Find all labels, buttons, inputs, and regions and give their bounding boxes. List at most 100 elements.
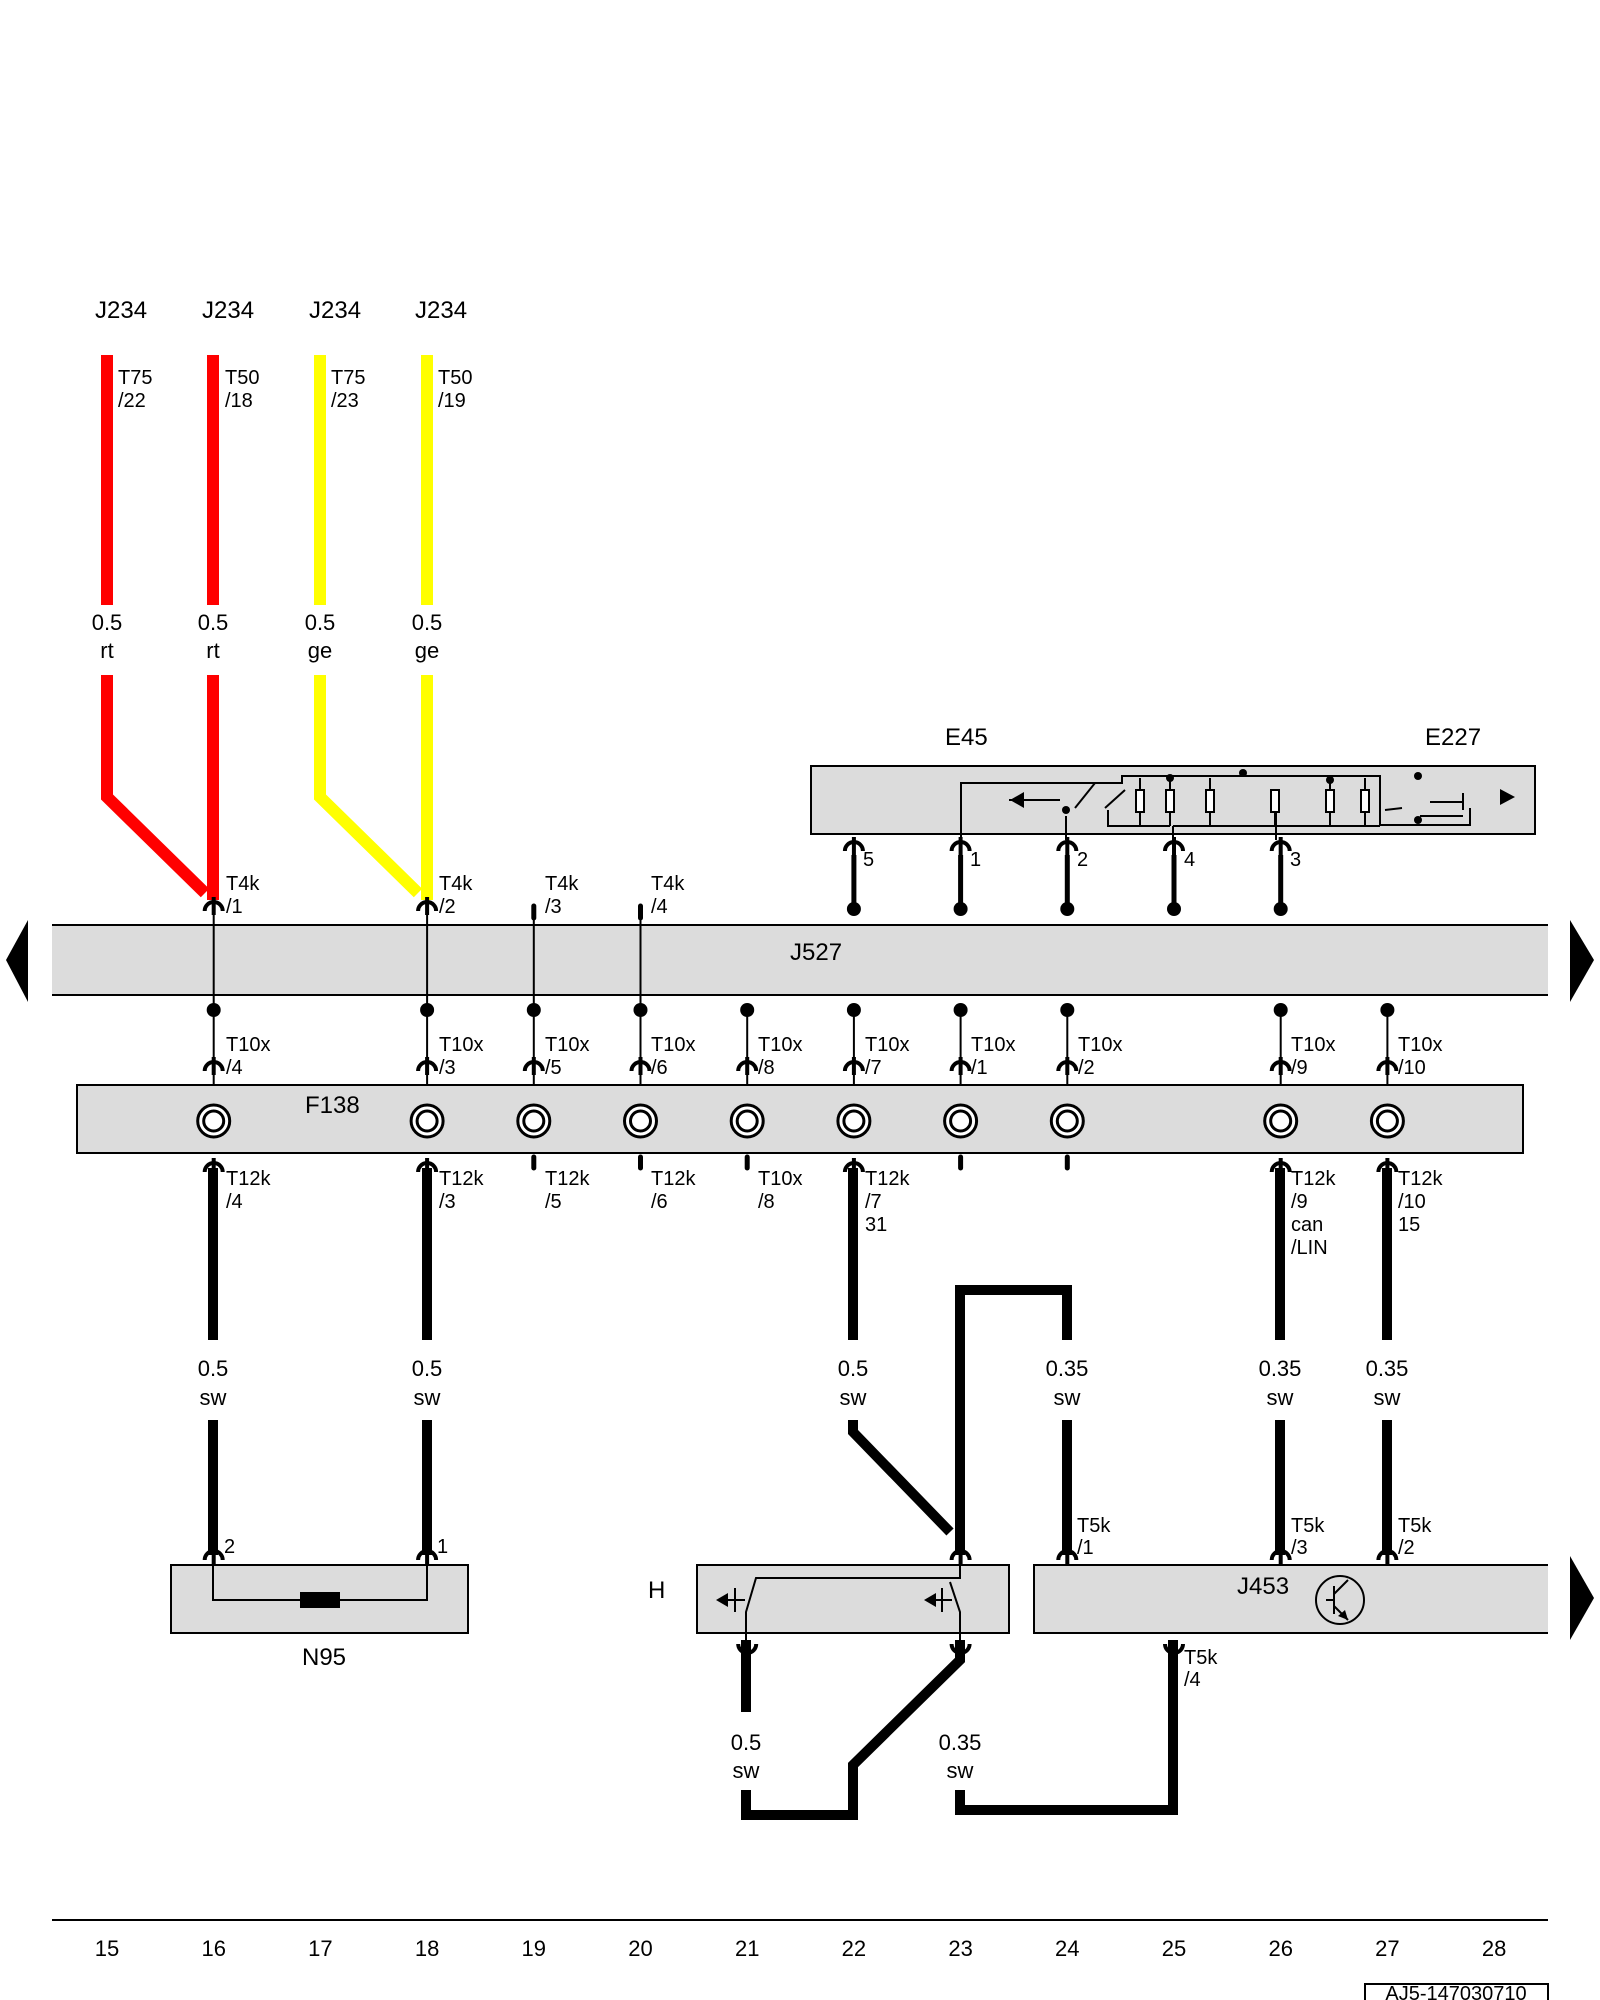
top-wire-red-2[interactable]: T50 /18 0.5 rt	[198, 355, 260, 900]
junction-dot	[206, 1003, 221, 1017]
pin-label: /8	[758, 1057, 775, 1079]
f138-unit[interactable]: F138	[76, 1084, 1524, 1154]
pin-label: T4k	[651, 873, 685, 895]
wire-color-code: sw	[200, 1385, 227, 1410]
pin-label: T10x	[439, 1034, 483, 1056]
pin-label: /19	[438, 390, 466, 412]
pin-label: T12k	[1398, 1168, 1443, 1190]
pin-label: T4k	[439, 873, 473, 895]
j453-unit[interactable]: J453 T5k /1 T5k /3 T5k /2 T5k /4	[1033, 1515, 1594, 1691]
pin-label: 2	[1077, 849, 1088, 871]
pin-label: 1	[437, 1536, 448, 1558]
t4k-labels: T4k /1 T4k /2 T4k /3 T4k /4	[226, 873, 685, 918]
arrow-right-icon	[1570, 1556, 1594, 1640]
h-switch-unit[interactable]: H	[648, 1564, 1010, 1640]
e45-e227-unit[interactable]: E45 E227	[810, 724, 1536, 840]
pin-label: /2	[439, 896, 456, 918]
column-number: 18	[415, 1936, 439, 1961]
lower-wires[interactable]	[208, 1168, 1392, 1820]
wire-line[interactable]	[848, 1420, 954, 1536]
pin-label: can	[1291, 1214, 1323, 1236]
pin-label: /2	[1398, 1537, 1415, 1559]
wire-color-code: sw	[1267, 1385, 1294, 1410]
pin-label: /6	[651, 1191, 668, 1213]
arrow-right-icon	[1570, 920, 1594, 1002]
pin-label: T75	[118, 367, 152, 389]
e45-e227-junctions	[1062, 769, 1422, 824]
pin-label: 4	[1184, 849, 1195, 871]
pin-label: /9	[1291, 1057, 1308, 1079]
j453-box[interactable]	[1034, 1565, 1548, 1633]
h-switch-internal	[720, 1565, 961, 1640]
wire-line[interactable]	[955, 1640, 1178, 1815]
column-number: 26	[1268, 1936, 1292, 1961]
terminal-ring-icon	[202, 1109, 226, 1133]
pin-label: /22	[118, 390, 146, 412]
j527-bus[interactable]: J527	[6, 920, 1594, 1002]
pin-label: /8	[758, 1191, 775, 1213]
pin-label: /5	[545, 1191, 562, 1213]
pin-label: T10x	[971, 1034, 1015, 1056]
pin-label: /23	[331, 390, 359, 412]
top-wire-yellow-1[interactable]: T75 /23 0.5 ge	[305, 355, 423, 898]
wire-size: 0.5	[412, 1356, 443, 1381]
pin-label: /1	[1077, 1537, 1094, 1559]
f138-box[interactable]	[76, 1084, 1524, 1154]
pin-label: /4	[226, 1191, 243, 1213]
pin-label: /5	[545, 1057, 562, 1079]
pin-label: /10	[1398, 1191, 1426, 1213]
top-wire-red-1[interactable]: T75 /22 0.5 rt	[92, 355, 210, 898]
t10x-labels: T10x /4 T10x /3 T10x /5 T10x /6 T10x /8 …	[226, 1034, 1442, 1079]
wire-line[interactable]	[314, 675, 423, 898]
j453-label: J453	[1237, 1573, 1289, 1600]
pin-label: T10x	[865, 1034, 909, 1056]
j527-body[interactable]	[52, 926, 1548, 994]
junction-dot	[1060, 902, 1075, 916]
e227-label: E227	[1425, 724, 1481, 751]
j234-label: J234	[95, 297, 147, 324]
column-number: 22	[842, 1936, 866, 1961]
e45-label: E45	[945, 724, 988, 751]
column-number: 23	[948, 1936, 972, 1961]
pin-label: T12k	[865, 1168, 910, 1190]
pin-label: 3	[1290, 849, 1301, 871]
junction-dot	[1273, 902, 1288, 916]
junction-dot	[846, 1003, 861, 1017]
pin-label: /3	[545, 896, 562, 918]
wire-size: 0.5	[838, 1356, 869, 1381]
wire-size: 0.5	[412, 610, 443, 635]
wire-size: 0.5	[305, 610, 336, 635]
wire-color-code: rt	[100, 638, 113, 663]
junction-dot	[1273, 1003, 1288, 1017]
lower-wire-labels: 0.5 sw 0.5 sw 0.5 sw 0.35 sw 0.35 sw 0.3…	[198, 1356, 1409, 1410]
pin-label: T75	[331, 367, 365, 389]
pin-label: /3	[439, 1191, 456, 1213]
pin-label: T12k	[545, 1168, 590, 1190]
pin-label: T10x	[545, 1034, 589, 1056]
pin-label: T12k	[439, 1168, 484, 1190]
terminal-ring-icon	[522, 1109, 546, 1133]
n95-label: N95	[302, 1644, 346, 1671]
junction-dot	[953, 1003, 968, 1017]
wire-line[interactable]	[101, 675, 210, 898]
switch-arrow-icon	[716, 1593, 728, 1607]
pin-label: T4k	[226, 873, 260, 895]
switch-arrow-icon	[924, 1593, 936, 1607]
wire-line[interactable]	[741, 1640, 965, 1820]
wire-size: 0.5	[731, 1730, 762, 1755]
top-wire-yellow-2[interactable]: T50 /19 0.5 ge	[412, 355, 473, 900]
wire-color-code: ge	[415, 638, 439, 663]
column-number: 16	[201, 1936, 225, 1961]
column-number: 17	[308, 1936, 332, 1961]
f138-label: F138	[305, 1092, 360, 1119]
wire-size: 0.5	[198, 1356, 229, 1381]
pin-label: /2	[1078, 1057, 1095, 1079]
n95-unit[interactable]: 2 1 N95	[170, 1536, 469, 1671]
terminal-ring-icon	[629, 1109, 652, 1133]
terminal-ring-icon	[1269, 1109, 1293, 1133]
wire-line[interactable]	[955, 1285, 1072, 1555]
wire-size: 0.5	[198, 610, 229, 635]
pin-label: /1	[971, 1057, 988, 1079]
